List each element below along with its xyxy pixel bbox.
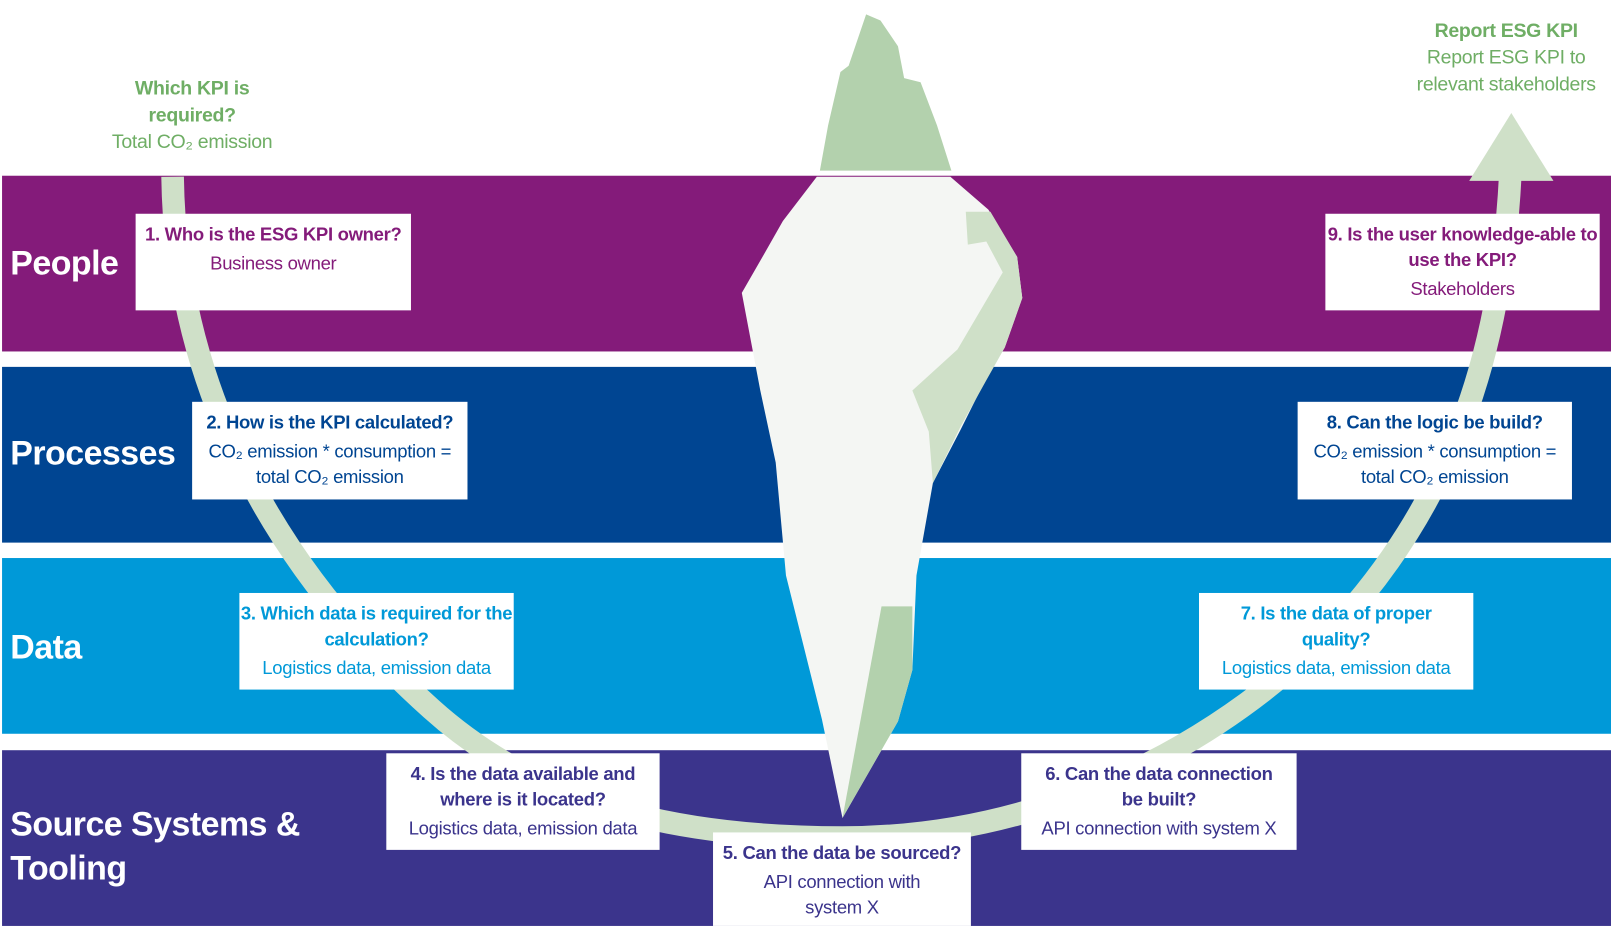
step-answer: Logistics data, emission data xyxy=(1221,657,1451,679)
step-question: 6. Can the data connection be built? xyxy=(1045,763,1273,810)
step-7-box: 7. Is the data of proper quality? Logist… xyxy=(1198,592,1474,690)
step-question: 9. Is the user knowledge-able to use the… xyxy=(1327,224,1598,271)
step-6-box: 6. Can the data connection be built? API… xyxy=(1021,753,1297,850)
step-4-box: 4. Is the data available and where is it… xyxy=(386,753,660,850)
step-question: 2. How is the KPI calculated? xyxy=(206,412,454,433)
iceberg-underwater xyxy=(741,176,1023,819)
band-label-processes: Processes xyxy=(10,433,176,472)
step-3-box: 3. Which data is required for the calcul… xyxy=(239,592,514,690)
step-answer: CO₂ emission * consumption = total CO₂ e… xyxy=(208,440,452,488)
arrow-head-icon xyxy=(1469,113,1554,181)
step-answer: API connection with system X xyxy=(763,871,921,918)
step-answer: API connection with system X xyxy=(1041,818,1277,839)
end-answer: Report ESG KPI to relevant stakeholders xyxy=(1416,47,1596,96)
end-note: Report ESG KPI Report ESG KPI to relevan… xyxy=(1406,18,1607,98)
step-question: 8. Can the logic be build? xyxy=(1326,412,1543,433)
iceberg-tip xyxy=(819,14,952,171)
band-label-data: Data xyxy=(10,627,82,666)
step-question: 1. Who is the ESG KPI owner? xyxy=(145,224,402,245)
step-answer: CO₂ emission * consumption = total CO₂ e… xyxy=(1313,440,1557,488)
step-5-box: 5. Can the data be sourced? API connecti… xyxy=(713,832,971,926)
step-answer: Business owner xyxy=(210,252,337,274)
step-question: 7. Is the data of proper quality? xyxy=(1240,603,1432,650)
step-question: 3. Which data is required for the calcul… xyxy=(240,603,513,650)
step-8-box: 8. Can the logic be build? CO₂ emission … xyxy=(1297,401,1572,500)
step-2-box: 2. How is the KPI calculated? CO₂ emissi… xyxy=(192,401,468,500)
start-question: Which KPI is required? xyxy=(134,78,250,127)
start-answer: Total CO₂ emission xyxy=(111,131,273,154)
step-answer: Stakeholders xyxy=(1410,278,1515,300)
band-label-people: People xyxy=(10,243,119,282)
start-note: Which KPI is required? Total CO₂ emissio… xyxy=(100,76,285,156)
band-label-source-systems: Source Systems & Tooling xyxy=(10,804,300,887)
step-1-box: 1. Who is the ESG KPI owner? Business ow… xyxy=(135,213,411,311)
step-9-box: 9. Is the user knowledge-able to use the… xyxy=(1325,213,1600,311)
iceberg-shade-right xyxy=(912,211,1023,484)
end-question: Report ESG KPI xyxy=(1434,20,1579,43)
step-question: 5. Can the data be sourced? xyxy=(722,842,962,864)
step-question: 4. Is the data available and where is it… xyxy=(410,763,636,810)
step-answer: Logistics data, emission data xyxy=(408,818,638,839)
step-answer: Logistics data, emission data xyxy=(262,657,491,679)
iceberg-shade-lower xyxy=(842,606,913,819)
